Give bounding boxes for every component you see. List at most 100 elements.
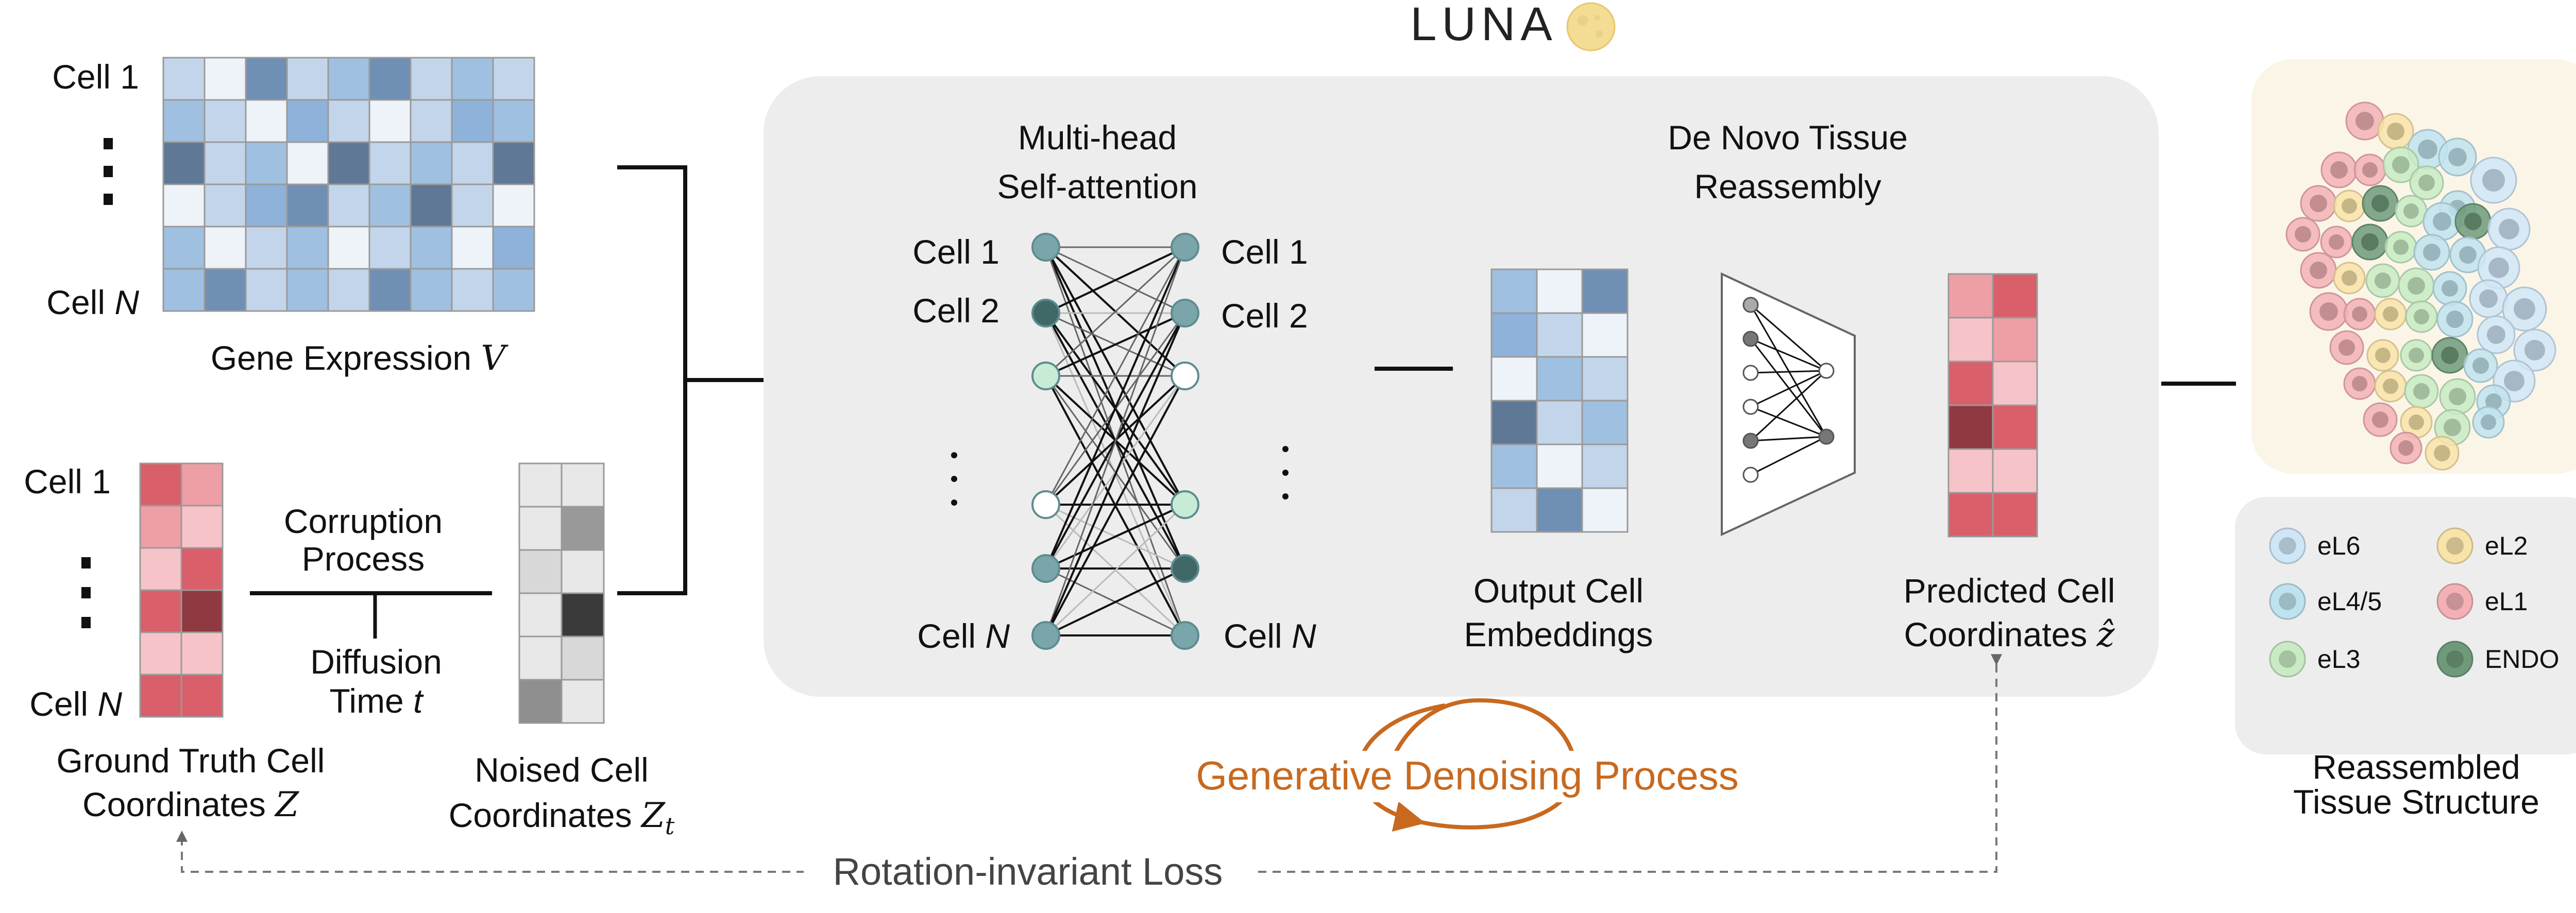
tissue-cell-nucleus (2414, 309, 2429, 324)
tissue-cell-nucleus (2446, 311, 2464, 328)
attention-edge (1045, 247, 1186, 569)
tissue-cell-nucleus (2295, 226, 2311, 243)
attention-edge (1045, 504, 1186, 636)
gene-matrix-cell (492, 183, 535, 228)
gt-label-line2: Coordinates Z (82, 785, 299, 824)
gt-matrix-cell (180, 674, 224, 718)
legend-swatch-nucleus (2279, 537, 2296, 555)
merge-bracket (617, 165, 764, 595)
attention-edge (1045, 375, 1186, 636)
tissue-cell-nucleus (2449, 388, 2466, 405)
legend-label: eL3 (2317, 645, 2360, 674)
tissue-cell-nucleus (2413, 383, 2430, 400)
attn-right-label-2: Cell 2 (1221, 297, 1308, 335)
legend-swatch-nucleus (2279, 593, 2296, 610)
attention-input-node (1031, 233, 1060, 262)
tissue-cell-nucleus (2352, 376, 2367, 391)
reassembly-title-line1: De Novo Tissue (1668, 118, 1908, 157)
tissue-cell-nucleus (2398, 440, 2414, 456)
noised-matrix-cell (518, 592, 563, 638)
tissue-cell-nucleus (2362, 162, 2378, 178)
attention-output-node (1171, 299, 1199, 328)
gt-matrix-cell (139, 589, 182, 633)
attention-output-node (1171, 554, 1199, 583)
predicted-matrix-cell (1947, 404, 1994, 450)
gene-matrix-cell (410, 226, 453, 270)
gene-matrix-cell (368, 268, 412, 312)
loss-label: Rotation-invariant Loss (833, 850, 1223, 893)
gt-matrix-cell (139, 674, 182, 718)
diffusion-label-line2: Time t (330, 682, 425, 720)
attention-edge (1045, 312, 1185, 377)
tissue-cell-nucleus (2408, 277, 2425, 295)
attention-output-node (1171, 361, 1199, 390)
predicted-label-line2: Coordinates ẑ (1904, 615, 2115, 654)
legend-label: eL2 (2485, 531, 2528, 560)
predicted-matrix-cell (1947, 360, 1994, 406)
tissue-cell-nucleus (2372, 411, 2388, 428)
attention-output-node (1171, 490, 1199, 519)
embedding-matrix-cell (1490, 400, 1538, 445)
predicted-matrix-cell (1947, 273, 1994, 319)
attention-edge (1045, 504, 1185, 570)
embedding-matrix-cell (1536, 312, 1583, 358)
tissue-cell-nucleus (2487, 325, 2505, 344)
gt-row-last-label: Cell N (29, 685, 122, 723)
gene-matrix-cell (492, 226, 535, 270)
gene-matrix-cell (451, 226, 494, 270)
gt-matrix-cell (180, 547, 224, 591)
embedding-matrix-cell (1536, 356, 1583, 402)
predicted-matrix-cell (1992, 448, 2038, 494)
output-embedding-matrix (1490, 268, 1629, 533)
gene-matrix-cell (245, 183, 288, 228)
gene-row-last-label: Cell N (46, 283, 139, 321)
gene-matrix-cell (368, 99, 412, 143)
gene-matrix-cell (451, 99, 494, 143)
tissue-cell-nucleus (2392, 156, 2410, 174)
gene-matrix-cell (410, 183, 453, 228)
figure-title: LUNA (1410, 0, 1557, 50)
gene-matrix-cell (204, 99, 247, 143)
attention-output-node (1171, 233, 1199, 262)
attention-edge (1045, 313, 1186, 636)
gene-matrix-cell (162, 226, 206, 270)
embedding-matrix-cell (1581, 400, 1629, 445)
tissue-cell-nucleus (2442, 280, 2458, 297)
attn-left-vdots (951, 452, 957, 506)
mlp-decoder (1721, 272, 1856, 537)
gene-matrix-cell (327, 99, 370, 143)
gene-expression-label: Gene Expression V (211, 338, 509, 378)
noised-matrix-cell (561, 635, 605, 681)
predicted-matrix-cell (1992, 317, 2038, 363)
gene-matrix-cell (245, 268, 288, 312)
gene-matrix-cell (410, 99, 453, 143)
predicted-matrix-cell (1947, 317, 1994, 363)
corruption-label-line1: Corruption (284, 502, 443, 540)
attn-left-label-n: Cell N (917, 617, 1010, 655)
embedding-matrix-cell (1490, 443, 1538, 489)
gene-matrix-cell (327, 268, 370, 312)
noised-matrix-cell (561, 679, 605, 724)
attention-input-node (1031, 621, 1060, 650)
embedding-matrix-cell (1581, 487, 1629, 533)
gt-matrix-cell (180, 631, 224, 676)
tissue-cell-nucleus (2514, 298, 2535, 320)
attention-nodes (1031, 233, 1199, 650)
tissue-cell-nucleus (2383, 306, 2398, 322)
gt-matrix-cell (139, 505, 182, 549)
gene-matrix-cell (204, 226, 247, 270)
legend-label: eL1 (2485, 587, 2528, 616)
attention-edge (1045, 247, 1186, 505)
embedding-matrix-cell (1490, 268, 1538, 314)
gene-matrix-cell (327, 226, 370, 270)
gene-matrix-cell (492, 268, 535, 312)
ground-truth-matrix (139, 462, 224, 718)
gene-matrix-cell (410, 141, 453, 185)
gene-matrix-cell (410, 268, 453, 312)
gene-matrix-cell (162, 268, 206, 312)
tissue-cell-nucleus (2375, 272, 2391, 289)
gt-matrix-cell (180, 462, 224, 507)
gene-row-dots (104, 138, 113, 205)
gene-matrix-cell (368, 141, 412, 185)
